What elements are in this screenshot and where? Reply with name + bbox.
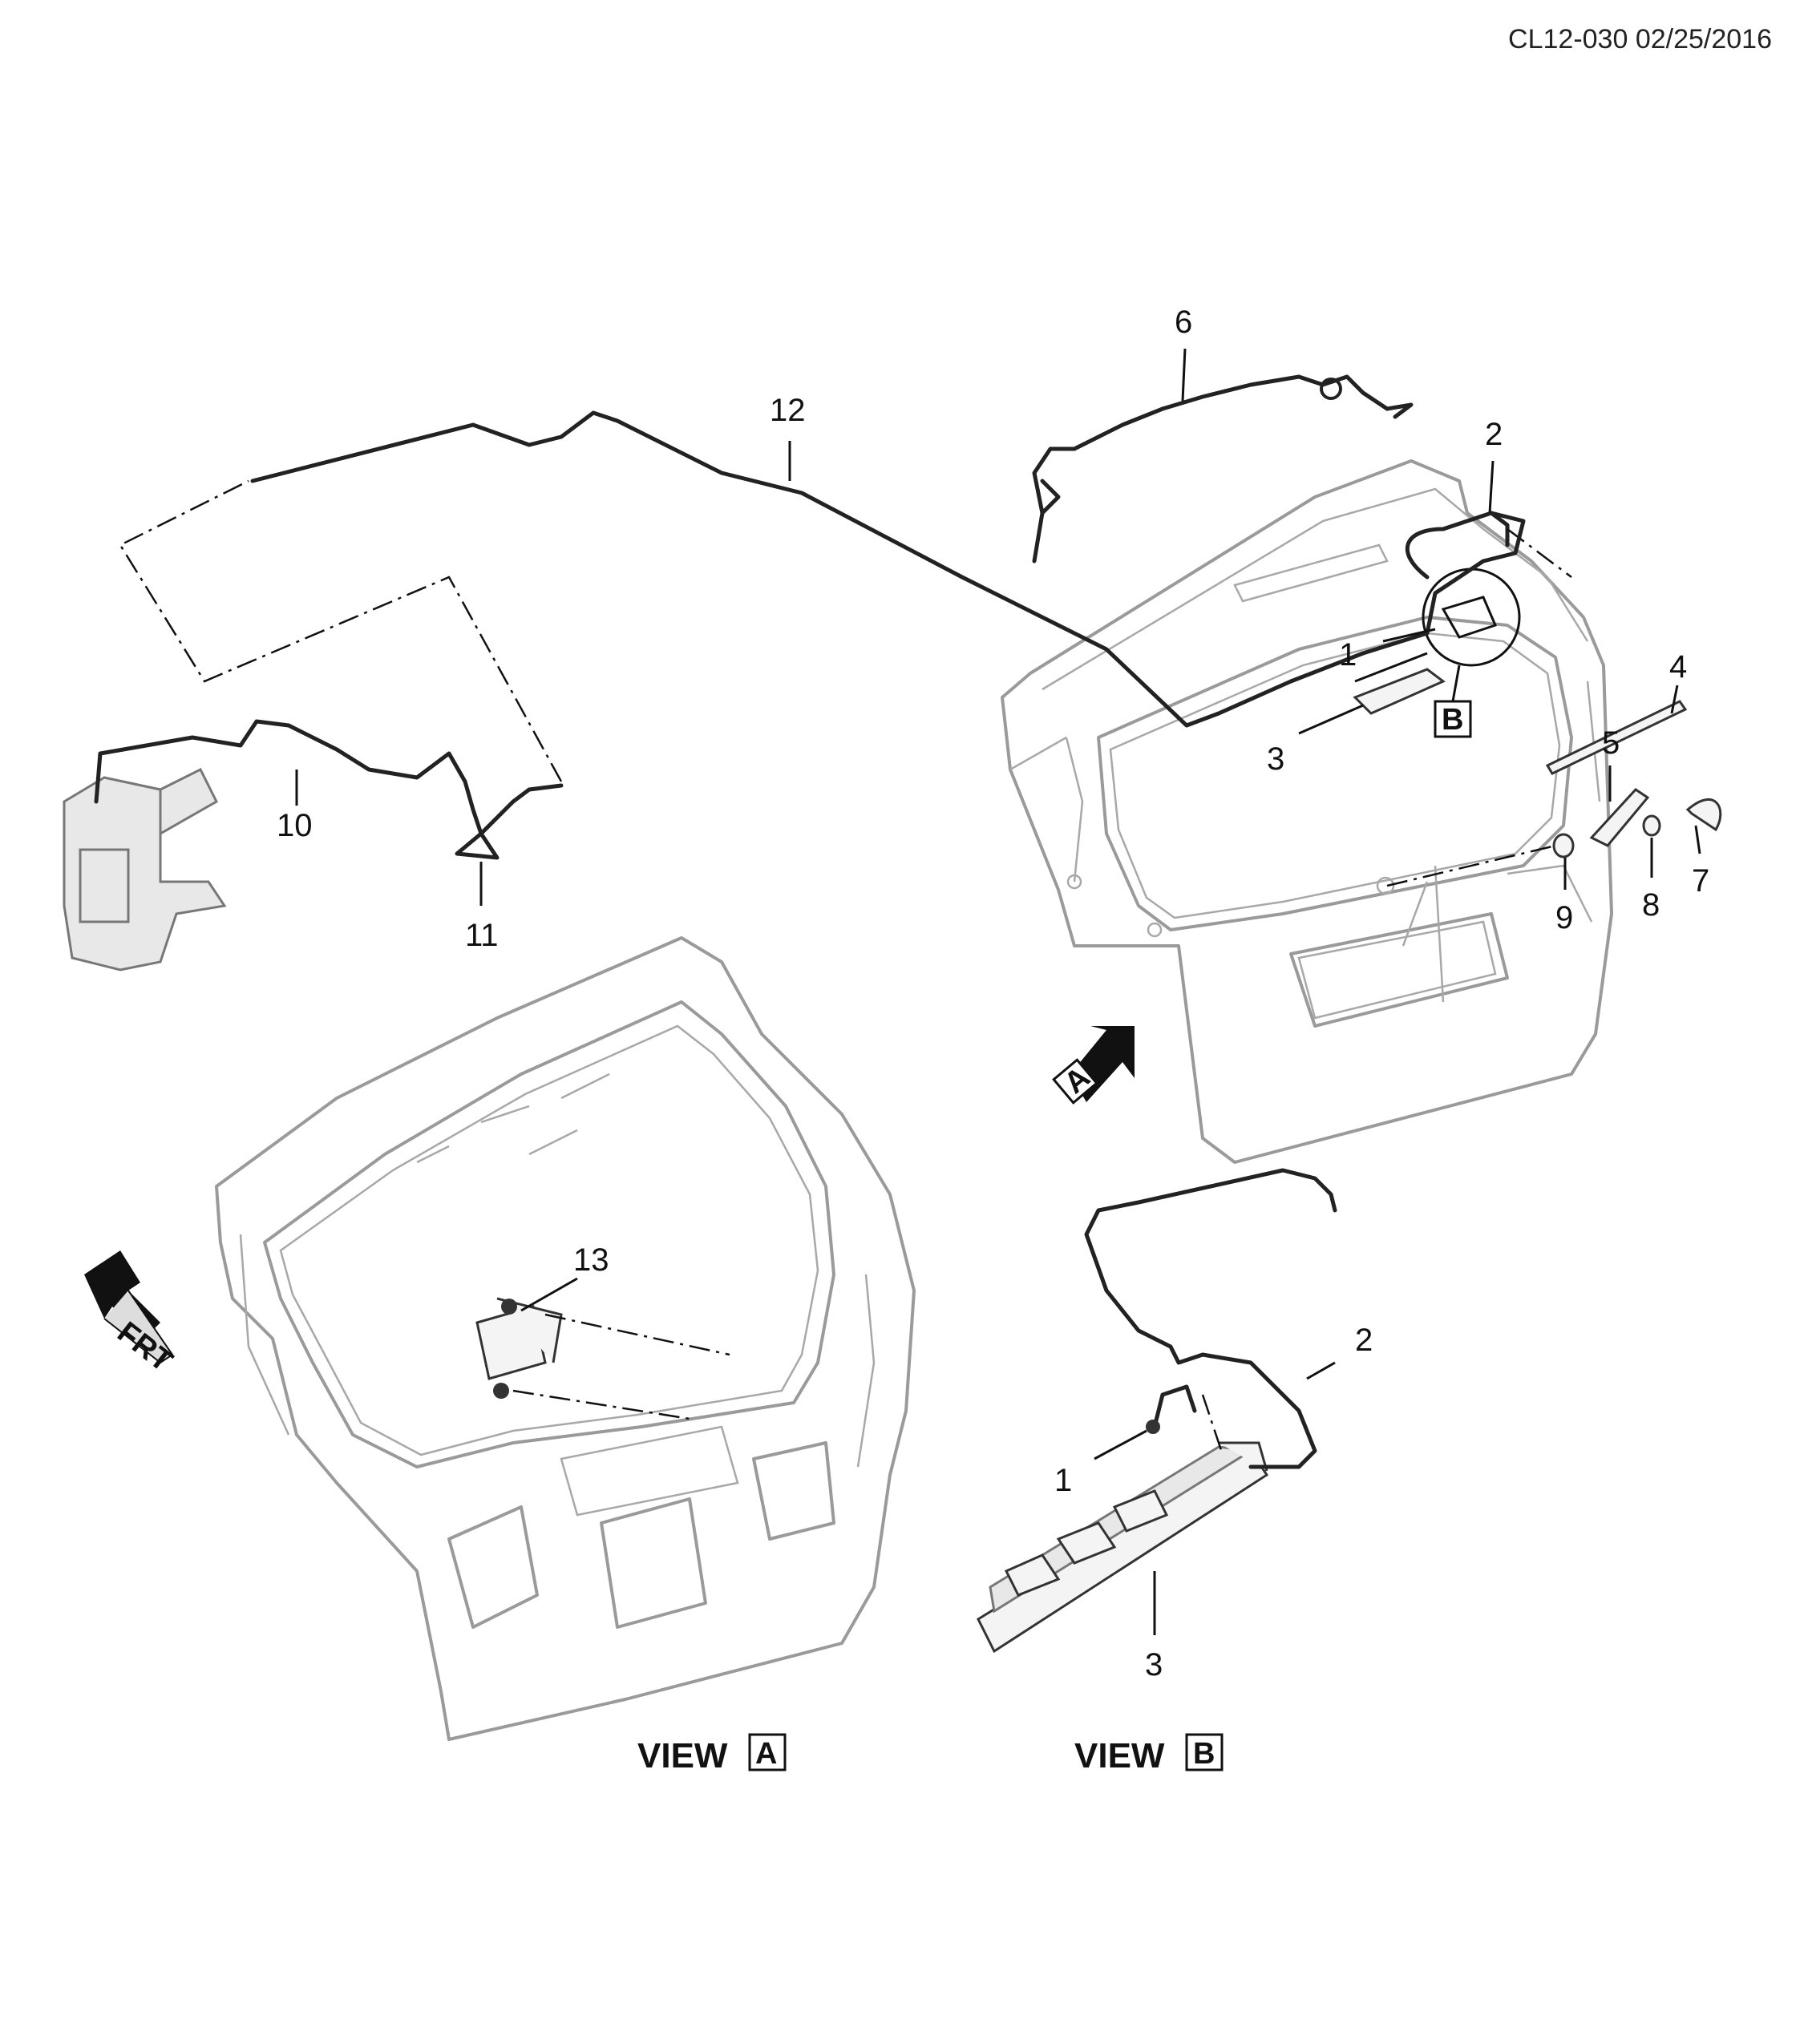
view-a-label: VIEW A <box>637 1733 787 1775</box>
high-mount-stop-lamp-small <box>1353 668 1446 715</box>
callout-6: 6 <box>1175 305 1192 340</box>
washer-hose-12 <box>250 410 1526 728</box>
tailgate-interior-view-a <box>215 936 916 1741</box>
callout-1-upper: 1 <box>1339 637 1357 673</box>
svg-text:B: B <box>1193 1737 1215 1771</box>
callout-7: 7 <box>1692 863 1709 899</box>
leader-lines <box>295 348 1701 1635</box>
connector-1-lower <box>1152 1384 1197 1429</box>
washer-hose-clip-11 <box>455 831 500 860</box>
wire-harness-6 <box>1032 374 1414 564</box>
svg-text:VIEW: VIEW <box>1074 1736 1165 1775</box>
hose-routing-dashline <box>119 479 563 782</box>
callout-9: 9 <box>1555 900 1573 935</box>
wiper-motor-13 <box>475 1297 563 1399</box>
callout-5: 5 <box>1602 725 1620 761</box>
hose-2-lower <box>1084 1168 1337 1469</box>
wiper-cap-7 <box>1685 798 1722 832</box>
detail-b-callout: B <box>1422 568 1521 738</box>
svg-text:A: A <box>755 1737 777 1771</box>
front-direction-arrow-icon: FRT <box>84 1250 179 1379</box>
callout-1-lower: 1 <box>1054 1463 1072 1498</box>
callout-2-lower: 2 <box>1355 1323 1373 1358</box>
hose-2-upper <box>1405 511 1510 580</box>
wiper-arm-5 <box>1589 788 1650 847</box>
callout-4: 4 <box>1669 649 1687 685</box>
tailgate-exterior <box>1001 459 1613 1164</box>
detail-b-marker: B <box>1442 703 1463 737</box>
callout-8: 8 <box>1642 887 1660 923</box>
diagram-code-date: CL12-030 02/25/2016 <box>1508 24 1772 55</box>
nut-8 <box>1642 814 1661 837</box>
svg-text:VIEW: VIEW <box>637 1736 728 1775</box>
callout-3-lower: 3 <box>1145 1647 1163 1682</box>
wiper-blade-4 <box>1545 700 1688 775</box>
view-direction-arrow-icon: A <box>1052 1026 1135 1105</box>
callout-10: 10 <box>277 808 313 843</box>
washer-reservoir <box>63 767 227 972</box>
stop-lamp-view-b <box>977 1441 1269 1654</box>
seal-9 <box>1552 833 1575 858</box>
washer-hose-10 <box>94 719 564 836</box>
callout-13: 13 <box>573 1242 609 1278</box>
callout-12: 12 <box>770 393 806 428</box>
view-b-label: VIEW B <box>1074 1733 1224 1775</box>
callout-11: 11 <box>465 918 499 953</box>
callout-2-upper: 2 <box>1485 417 1503 452</box>
callout-3-upper: 3 <box>1267 741 1284 777</box>
